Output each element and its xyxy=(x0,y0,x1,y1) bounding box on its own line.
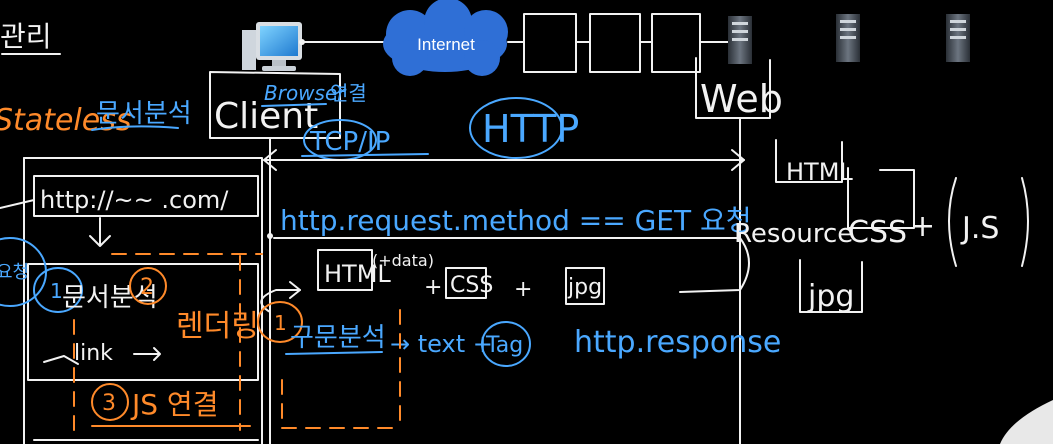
web-label: Web xyxy=(700,77,783,121)
server-tower-icon xyxy=(728,16,752,64)
router-box-1 xyxy=(523,13,577,73)
cable-node xyxy=(299,39,305,45)
parse-underline xyxy=(285,351,383,355)
link-arrow xyxy=(133,347,161,361)
resource-html-label: HTML xyxy=(324,260,391,288)
address-down-arrow xyxy=(89,217,111,247)
client-box xyxy=(209,71,341,139)
resource-data-label: (+data) xyxy=(372,251,434,270)
tag-circle xyxy=(481,321,531,367)
js-run-label: JS 연결 xyxy=(130,388,218,421)
render-label: 렌더링 xyxy=(176,309,259,344)
tcpip-label: TCP/IP xyxy=(309,127,390,157)
request-label: http.request.method == GET 요청 xyxy=(280,204,751,237)
connection-arrowhead-left xyxy=(263,149,277,171)
web-box xyxy=(695,57,771,119)
stateless-label: Stateless xyxy=(0,103,131,138)
step3-circle xyxy=(91,383,129,421)
title-fragment: 관리 xyxy=(0,20,52,53)
analysis-underline xyxy=(91,125,179,131)
link-label: link xyxy=(74,341,113,366)
js-bracket-left xyxy=(948,177,957,267)
address-pointer xyxy=(0,199,35,209)
resource-plus-2: + xyxy=(514,277,532,302)
resource-js: J.S xyxy=(960,211,999,246)
resource-jpg-label: jpg xyxy=(567,275,602,300)
request-curve xyxy=(273,237,750,293)
resource-html-box xyxy=(317,249,373,291)
resource-jpg: jpg xyxy=(807,279,854,314)
resource-css-box xyxy=(445,267,487,299)
request-node xyxy=(267,233,273,239)
browser-label: Browser xyxy=(264,81,347,105)
step2-circle xyxy=(129,267,167,305)
server-tower-icon xyxy=(946,14,970,62)
step3-label: 3 xyxy=(102,391,116,416)
parse-step-circle xyxy=(257,301,303,343)
analysis-top-label: 문서분석 xyxy=(96,99,192,129)
router-box-2 xyxy=(589,13,641,73)
document-box xyxy=(27,263,259,381)
browser-window xyxy=(23,157,263,444)
analysis-box-label: 문서분석 xyxy=(62,283,158,313)
response-curve xyxy=(260,289,301,313)
resource-css-label: CSS xyxy=(450,273,493,298)
internet-cloud: Internet xyxy=(383,0,508,76)
http-label: HTTP xyxy=(482,107,579,151)
response-arrowhead xyxy=(289,281,301,299)
corner-glare xyxy=(1000,400,1053,444)
link-squiggle xyxy=(43,355,79,365)
parse-dash-box xyxy=(281,379,399,429)
computer-monitor-icon xyxy=(242,22,302,71)
internet-label: Internet xyxy=(417,35,475,54)
router-box-3 xyxy=(651,13,701,73)
resource-plus-1: + xyxy=(424,275,442,300)
client-label: Client xyxy=(214,96,318,137)
tcpip-underline xyxy=(301,153,429,157)
tag-label: Tag xyxy=(485,333,523,358)
response-label: http.response xyxy=(574,325,781,360)
js-bracket-right xyxy=(1021,177,1029,267)
parse-arrow-label: → text + xyxy=(390,330,493,358)
resource-css: CSS xyxy=(848,215,907,250)
address-bar xyxy=(33,175,259,217)
css-page xyxy=(847,167,915,229)
resource-jpg-box xyxy=(565,267,605,305)
side-circle-label: 요청 xyxy=(0,262,29,283)
server-tower-icon xyxy=(836,14,860,62)
browser-underline xyxy=(261,103,327,107)
http-circle xyxy=(469,97,563,159)
step1-circle xyxy=(33,267,83,313)
jpg-page xyxy=(799,259,863,313)
resource-plus: + xyxy=(910,209,935,244)
address-bar-text: http://~~ .com/ xyxy=(40,186,229,214)
parse-label: 구문분석 xyxy=(290,323,386,353)
resource-label: Resource xyxy=(734,219,853,249)
resource-html: HTML xyxy=(786,158,853,186)
step2-label: 2 xyxy=(140,275,154,300)
step1-label: 1 xyxy=(50,279,63,303)
connect-label: 연결 xyxy=(330,81,367,105)
connection-arrowhead-right xyxy=(731,149,745,171)
html-page xyxy=(775,139,843,183)
parse-step-label: 1 xyxy=(274,311,287,335)
